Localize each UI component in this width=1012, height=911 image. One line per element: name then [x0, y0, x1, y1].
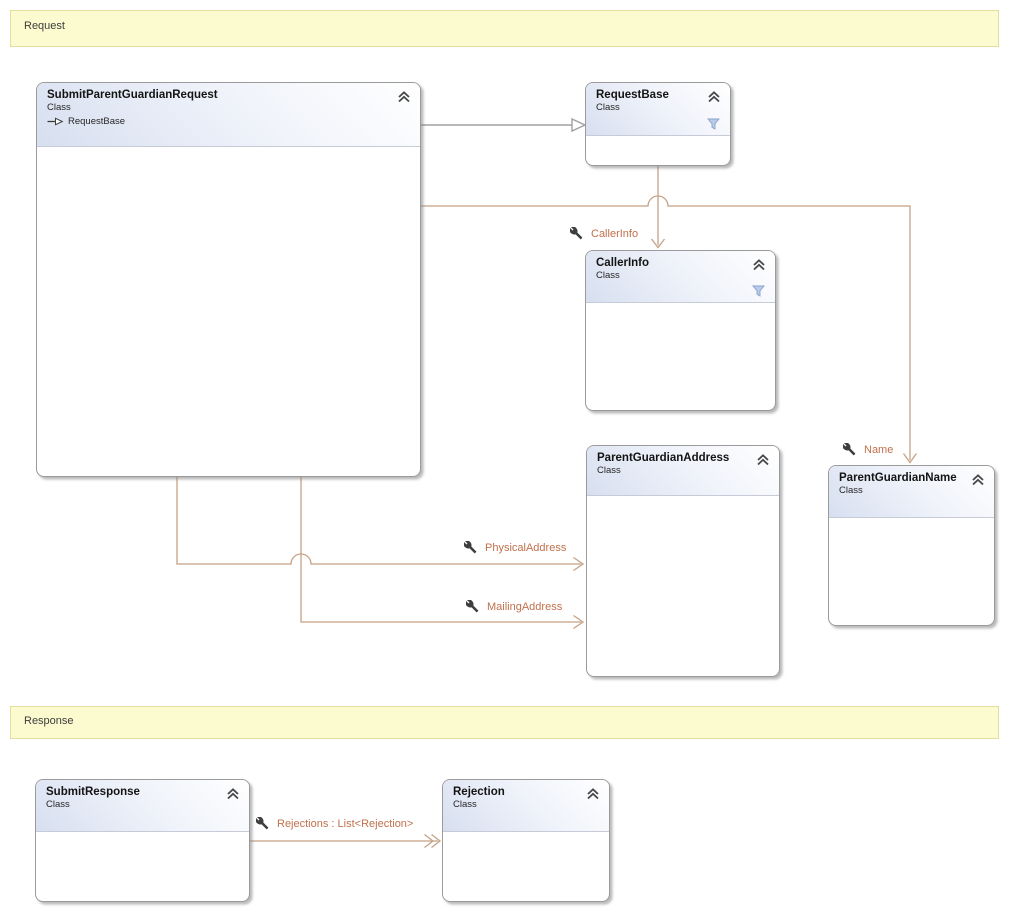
wrench-icon: [466, 600, 479, 613]
association-label-text: Name: [864, 444, 894, 456]
inherits-row: RequestBase: [47, 116, 396, 127]
class-header: ParentGuardianName Class: [829, 466, 994, 518]
class-title: Rejection: [453, 786, 505, 798]
class-title: RequestBase: [596, 89, 669, 101]
class-box-submitresponse[interactable]: SubmitResponse Class: [35, 779, 250, 902]
association-label-text: CallerInfo: [591, 228, 639, 240]
class-header: SubmitResponse Class: [36, 780, 249, 832]
inherits-label: RequestBase: [68, 116, 126, 127]
class-stereotype: Class: [453, 799, 477, 810]
class-stereotype: Class: [839, 485, 863, 496]
filter-funnel-icon[interactable]: [707, 118, 720, 130]
filter-funnel-icon[interactable]: [752, 285, 765, 297]
collapse-chevron-icon[interactable]: [397, 91, 411, 103]
collapse-chevron-icon[interactable]: [971, 474, 985, 486]
class-stereotype: Class: [46, 799, 70, 810]
class-box-callerinfo[interactable]: CallerInfo Class: [585, 250, 776, 411]
collapse-chevron-icon[interactable]: [752, 259, 766, 271]
collapse-chevron-icon[interactable]: [756, 454, 770, 466]
class-header: CallerInfo Class: [586, 251, 775, 303]
wrench-icon: [256, 817, 269, 830]
inheritance-arrow-icon: [47, 117, 64, 126]
association-label-physicaladdress[interactable]: PhysicalAddress: [464, 541, 566, 555]
association-physicaladdress-connector[interactable]: [176, 477, 585, 572]
class-box-parentguardianname[interactable]: ParentGuardianName Class: [828, 465, 995, 626]
class-stereotype: Class: [47, 102, 71, 113]
association-label-name[interactable]: Name: [843, 443, 893, 457]
collapse-chevron-icon[interactable]: [586, 788, 600, 800]
class-title: SubmitParentGuardianRequest: [47, 89, 218, 101]
class-box-parentguardianaddress[interactable]: ParentGuardianAddress Class: [586, 445, 780, 677]
association-label-rejections[interactable]: Rejections : List<Rejection>: [256, 817, 413, 831]
lane-response-label: Response: [24, 715, 74, 727]
wrench-icon: [464, 541, 477, 554]
lane-response[interactable]: Response: [10, 706, 999, 739]
association-name-connector[interactable]: [421, 195, 918, 464]
lane-request-label: Request: [24, 20, 65, 32]
inheritance-connector[interactable]: [421, 117, 587, 133]
wrench-icon: [843, 443, 856, 456]
class-box-requestbase[interactable]: RequestBase Class: [585, 82, 731, 166]
collapse-chevron-icon[interactable]: [707, 91, 721, 103]
class-title: CallerInfo: [596, 257, 650, 269]
class-stereotype: Class: [597, 465, 621, 476]
class-header: Rejection Class: [443, 780, 609, 832]
association-label-mailingaddress[interactable]: MailingAddress: [466, 600, 562, 614]
class-title: ParentGuardianAddress: [597, 452, 730, 464]
association-callerinfo-connector[interactable]: [650, 166, 666, 249]
association-mailingaddress-connector[interactable]: [300, 477, 585, 630]
class-title: SubmitResponse: [46, 786, 140, 798]
class-header: RequestBase Class: [586, 83, 730, 136]
class-box-rejection[interactable]: Rejection Class: [442, 779, 610, 902]
class-header: ParentGuardianAddress Class: [587, 446, 779, 496]
class-title: ParentGuardianName: [839, 472, 957, 484]
association-label-text: Rejections : List<Rejection>: [277, 818, 414, 830]
class-header: SubmitParentGuardianRequest Class Reques…: [37, 83, 420, 147]
association-label-callerinfo[interactable]: CallerInfo: [570, 227, 638, 241]
class-box-submitparentguardianrequest[interactable]: SubmitParentGuardianRequest Class Reques…: [36, 82, 421, 477]
class-stereotype: Class: [596, 102, 620, 113]
collapse-chevron-icon[interactable]: [226, 788, 240, 800]
lane-request[interactable]: Request: [10, 10, 999, 47]
association-label-text: PhysicalAddress: [485, 542, 567, 554]
association-label-text: MailingAddress: [487, 601, 563, 613]
association-rejections-connector[interactable]: [250, 833, 442, 849]
wrench-icon: [570, 227, 583, 240]
class-stereotype: Class: [596, 270, 620, 281]
